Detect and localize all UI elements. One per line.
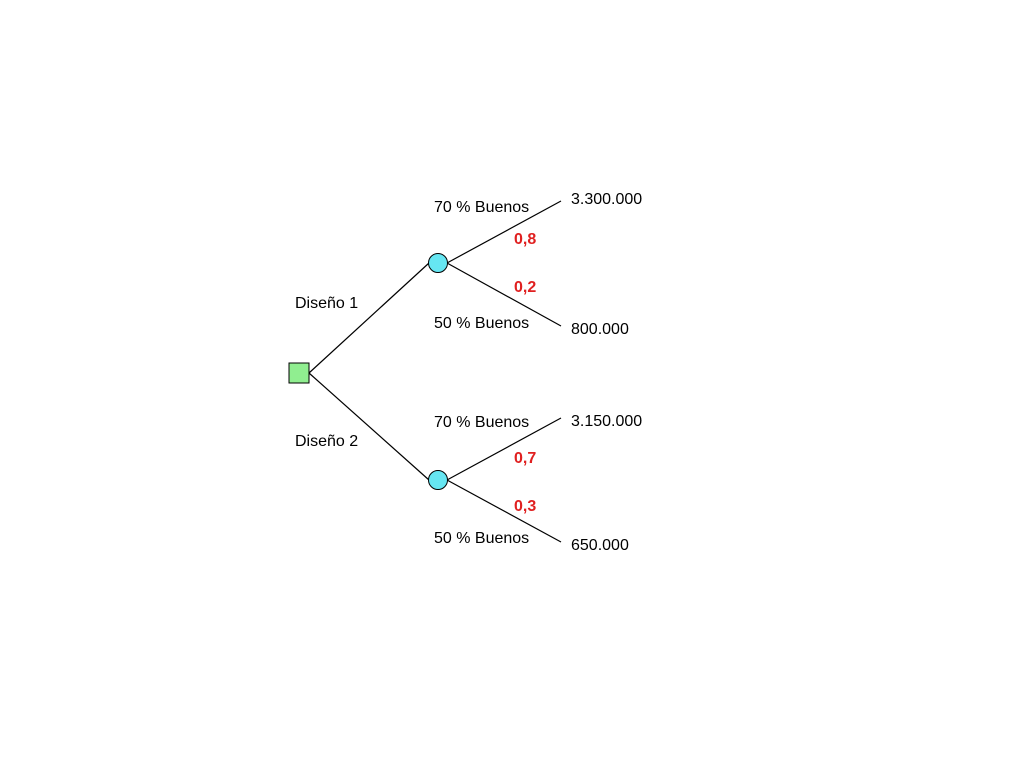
- payoff-d2-o2: 650.000: [571, 537, 629, 554]
- edge-diseno-1: [308, 262, 430, 374]
- outcome-label-d1-o1: 70 % Buenos: [434, 199, 529, 216]
- payoff-d2-o1: 3.150.000: [571, 413, 642, 430]
- chance-node-diseno-1: [428, 253, 448, 273]
- outcome-label-d2-o1: 70 % Buenos: [434, 414, 529, 431]
- edge-diseno-2-outcome-1: [446, 417, 562, 481]
- branch-label-diseno-1: Diseño 1: [295, 295, 358, 312]
- outcome-label-d1-o2: 50 % Buenos: [434, 315, 529, 332]
- outcome-label-d2-o2: 50 % Buenos: [434, 530, 529, 547]
- edge-diseno-1-outcome-1: [446, 200, 562, 264]
- probability-d1-o1: 0,8: [514, 231, 536, 248]
- branch-label-diseno-2: Diseño 2: [295, 433, 358, 450]
- payoff-d1-o2: 800.000: [571, 321, 629, 338]
- payoff-d1-o1: 3.300.000: [571, 191, 642, 208]
- probability-d1-o2: 0,2: [514, 279, 536, 296]
- edge-diseno-1-outcome-2: [446, 262, 562, 327]
- probability-d2-o1: 0,7: [514, 450, 536, 467]
- edge-diseno-2-outcome-2: [446, 479, 562, 543]
- probability-d2-o2: 0,3: [514, 498, 536, 515]
- edge-diseno-2: [308, 372, 430, 481]
- decision-node-square: [288, 362, 310, 384]
- chance-node-diseno-2: [428, 470, 448, 490]
